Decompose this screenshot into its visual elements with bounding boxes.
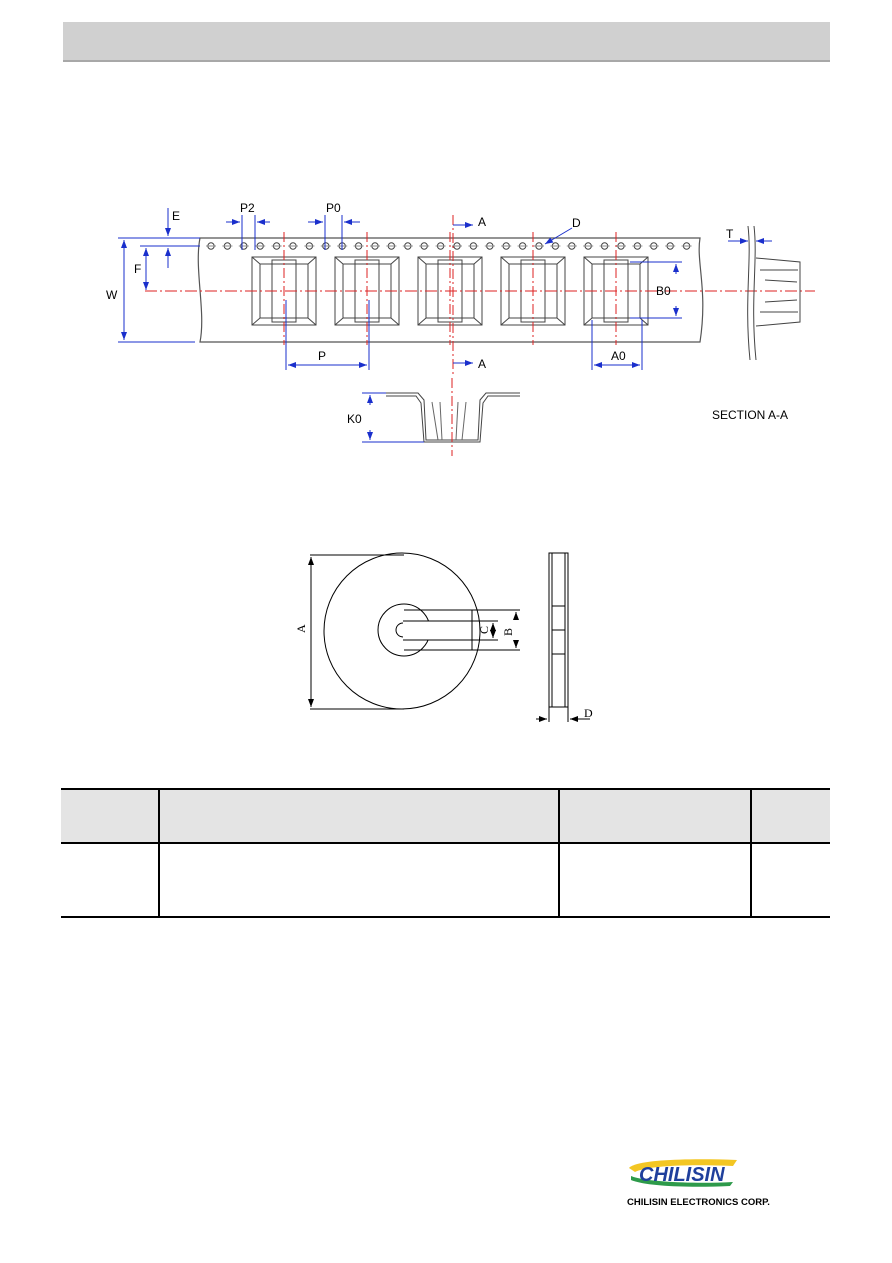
label-P0: P0 (326, 201, 341, 215)
dim-F (140, 245, 200, 290)
section-a-a-view: K0 SECTION A-A (347, 378, 788, 456)
page-header-bar (63, 22, 830, 62)
label-P: P (318, 349, 326, 363)
table-cell (751, 843, 830, 917)
reel-label-C: C (477, 626, 491, 634)
table-header-cell (61, 789, 160, 843)
label-A-bottom: A (478, 357, 486, 371)
label-K0: K0 (347, 412, 362, 426)
label-W: W (106, 288, 118, 302)
table-row (61, 843, 830, 917)
company-logo: CHILISIN CHILISIN ELECTRONICS CORP. (625, 1152, 825, 1212)
table-cell (559, 843, 752, 917)
table-cell (61, 843, 160, 917)
table-header-cell (559, 789, 752, 843)
dim-P0 (308, 215, 360, 250)
label-D: D (572, 216, 581, 230)
reel-label-A: A (294, 624, 308, 633)
reel-label-B: B (501, 628, 515, 636)
table-header-cell (751, 789, 830, 843)
dim-D-leader (544, 227, 573, 245)
reel-label-D: D (584, 706, 593, 720)
reel-spec-table (61, 788, 830, 918)
dim-W (118, 237, 200, 343)
tape-outline (197, 237, 704, 343)
reel-view (308, 552, 590, 722)
table-cell (159, 843, 560, 917)
label-B0: B0 (656, 284, 671, 298)
dim-P2 (226, 215, 270, 250)
label-section: SECTION A-A (712, 408, 788, 422)
dim-K0 (362, 392, 424, 443)
logo-company-name: CHILISIN ELECTRONICS CORP. (627, 1197, 770, 1208)
carrier-tape-view: E P2 P0 A D T F W B0 P A A0 (106, 201, 815, 375)
label-A0: A0 (611, 349, 626, 363)
sprocket-holes (206, 242, 692, 250)
table-header-row (61, 789, 830, 843)
label-P2: P2 (240, 201, 255, 215)
dim-A0 (591, 320, 643, 370)
label-A-top: A (478, 215, 486, 229)
label-T: T (726, 227, 734, 241)
dim-P (285, 300, 370, 370)
tape-side-view (747, 225, 801, 361)
label-E: E (172, 209, 180, 223)
table-header-cell (159, 789, 560, 843)
logo-brand-text: CHILISIN (639, 1164, 725, 1186)
label-F: F (134, 262, 141, 276)
dim-B0 (630, 261, 682, 319)
chilisin-logo-mark: CHILISIN (629, 1159, 737, 1187)
